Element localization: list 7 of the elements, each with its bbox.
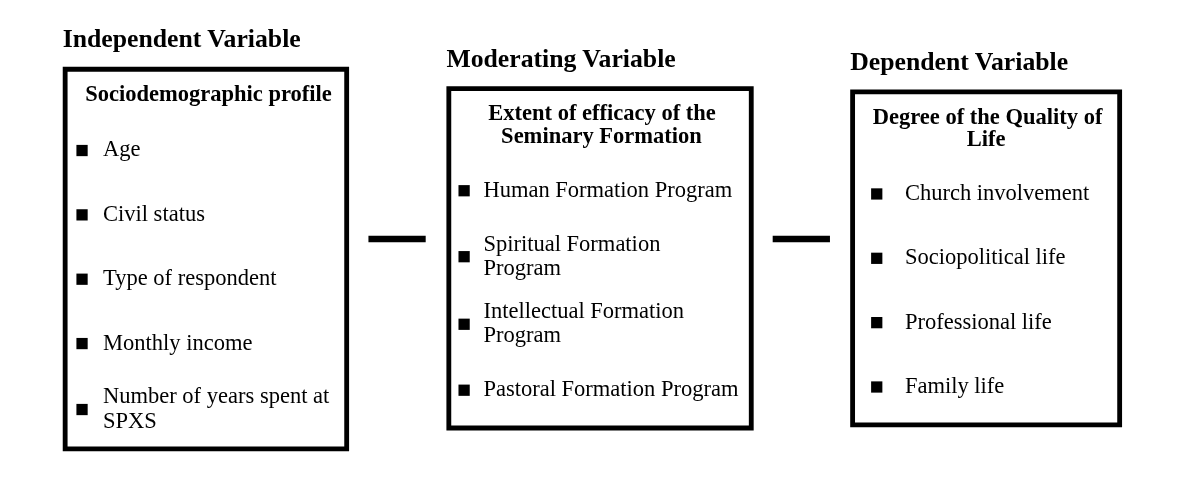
- node-box: Degree of the Quality of Life Church involvement Sociopolitical life Professional life Family life: [849, 89, 1122, 428]
- node-box: Sociodemographic profile Age Civil status Type of respondent Monthly income Number of years spent at SPXS: [62, 66, 349, 452]
- node-label: Independent Variable: [62, 24, 301, 54]
- node-label: Moderating Variable: [445, 43, 676, 73]
- connector: [367, 235, 426, 243]
- node-box: Extent of efficacy of the Seminary Formation Human Formation Program Spiritual Formation Program Intellectual Formation Program Pastoral Formation Program: [445, 86, 754, 431]
- node-label: Dependent Variable: [849, 46, 1068, 76]
